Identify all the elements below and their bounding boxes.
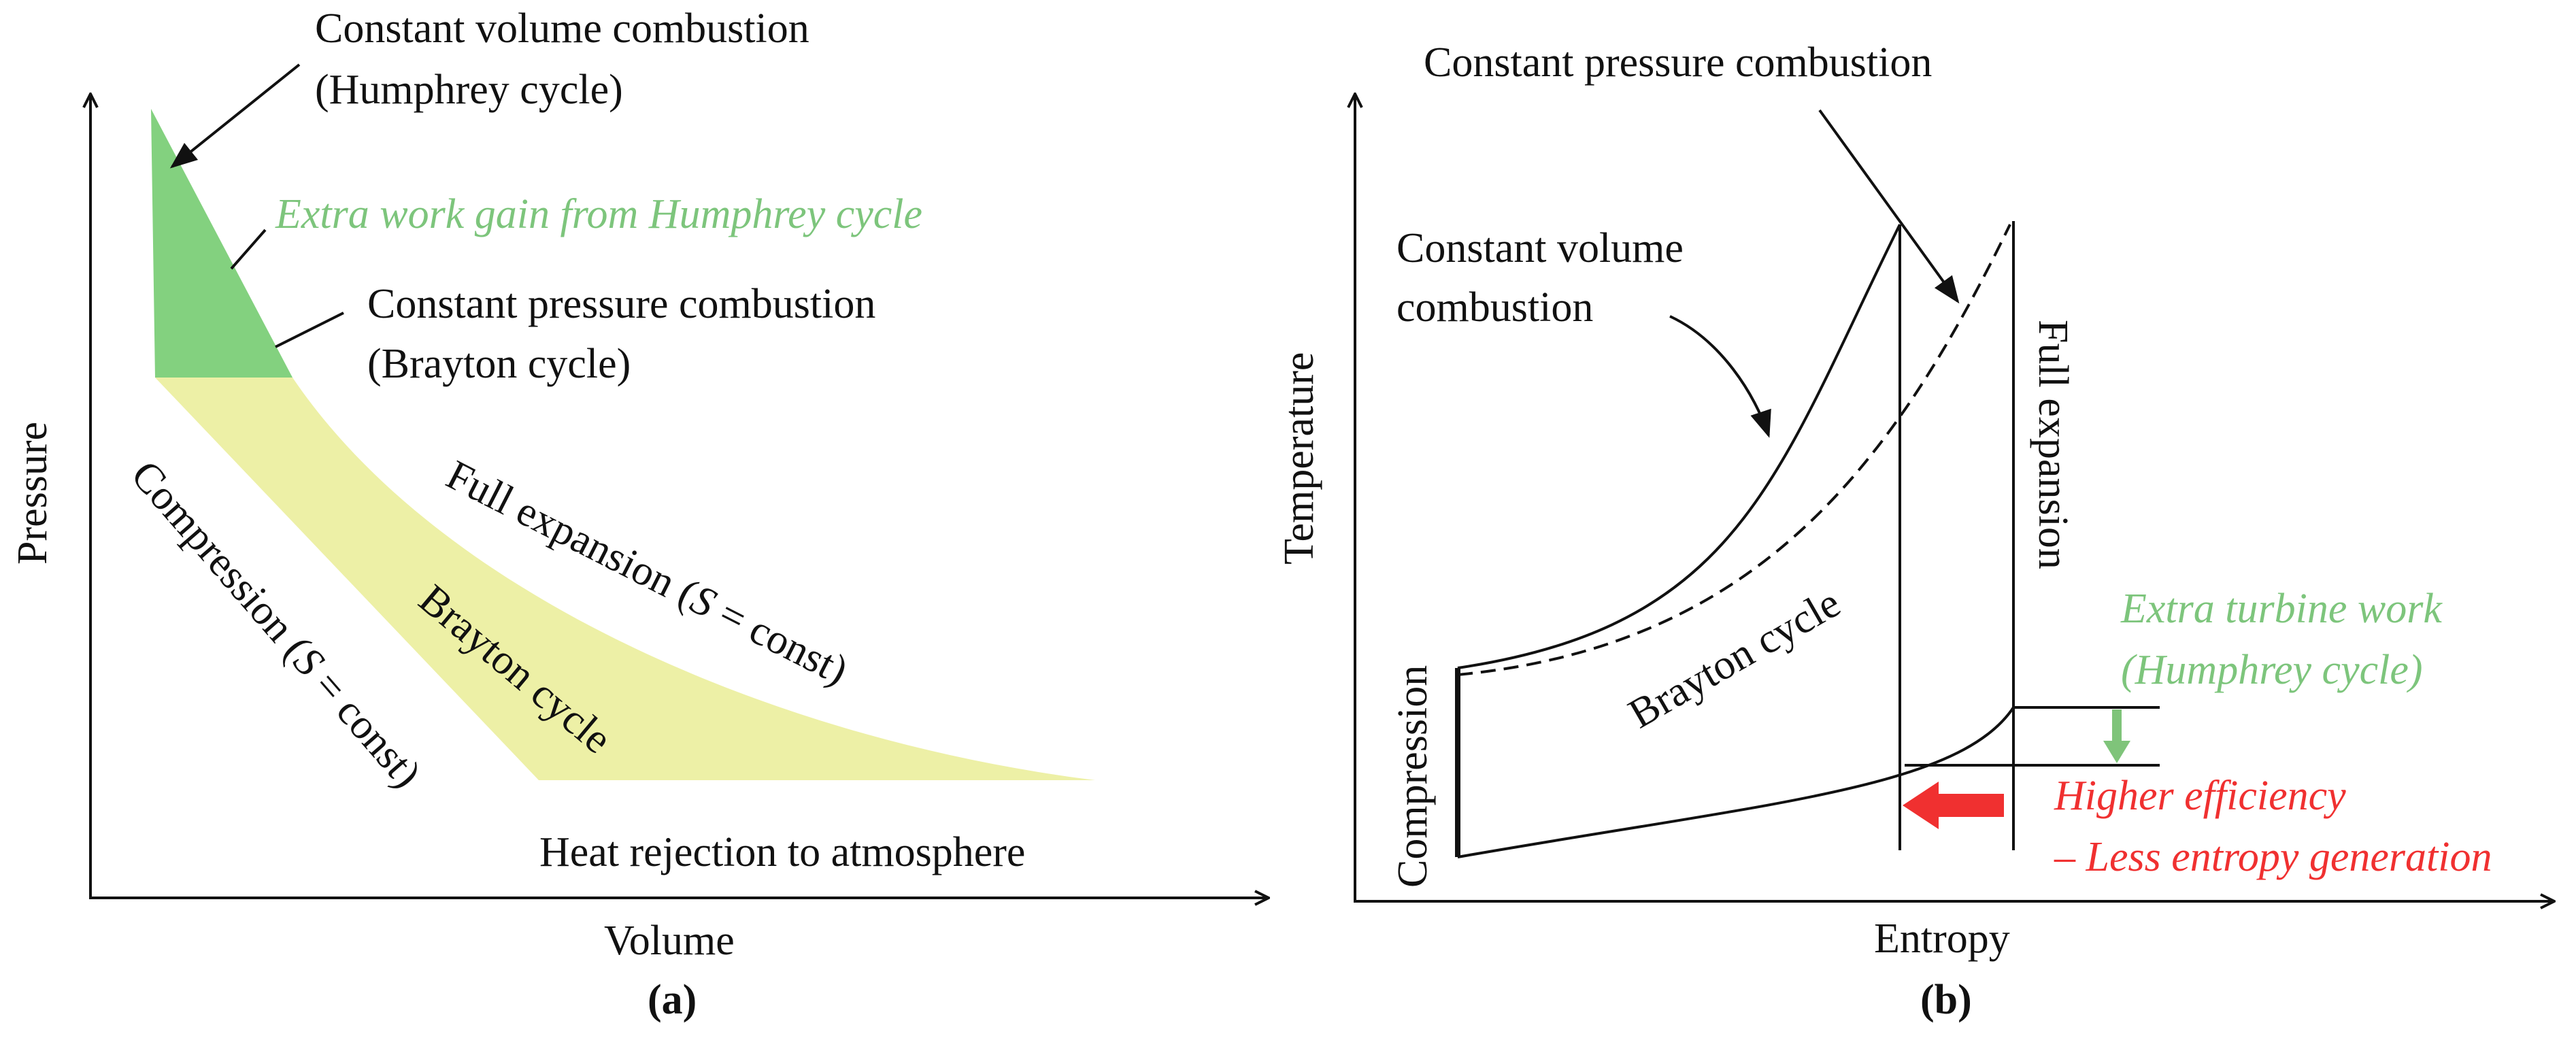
cp-combustion-curve bbox=[1457, 224, 2011, 676]
brayton-area-fill bbox=[155, 378, 1095, 780]
cv-callout-leader-b bbox=[1669, 315, 1771, 438]
cp-callout-leader bbox=[275, 312, 344, 348]
compression-label-b: Compression bbox=[1390, 665, 1436, 888]
pv-y-axis-label: Pressure bbox=[10, 422, 56, 565]
ts-x-axis-label: Entropy bbox=[1874, 916, 2010, 962]
cv-callout-line2: (Humphrey cycle) bbox=[315, 67, 623, 113]
higher-efficiency-line2: – Less entropy generation bbox=[2054, 834, 2492, 880]
cv-combustion-curve bbox=[1457, 224, 1901, 669]
extra-work-label: Extra work gain from Humphrey cycle bbox=[275, 191, 922, 237]
cv-callout-b-line2: combustion bbox=[1396, 284, 1593, 331]
panel-a-caption: (a) bbox=[648, 977, 697, 1023]
extra-work-leader bbox=[230, 229, 267, 270]
panel-b: Constant pressure combustion Constant vo… bbox=[1276, 39, 2554, 1023]
cp-callout-b: Constant pressure combustion bbox=[1424, 39, 1932, 86]
ts-y-axis-label: Temperature bbox=[1276, 352, 1322, 565]
extra-work-green-arrow bbox=[2103, 709, 2130, 763]
cv-callout-line1: Constant volume combustion bbox=[315, 5, 809, 52]
humphrey-area-fill bbox=[151, 109, 292, 378]
cp-callout-leader-b bbox=[1818, 109, 1960, 304]
cv-callout-b-line1: Constant volume bbox=[1396, 225, 1684, 271]
pv-x-axis-label: Volume bbox=[604, 918, 735, 964]
heat-rejection-curve bbox=[1457, 706, 2015, 858]
efficiency-red-arrow bbox=[1903, 782, 2004, 829]
cp-callout-line2: (Brayton cycle) bbox=[367, 341, 631, 387]
panel-a: Constant volume combustion (Humphrey cyc… bbox=[10, 5, 1269, 1023]
cv-callout-leader bbox=[169, 63, 301, 169]
brayton-cycle-label-b: Brayton cycle bbox=[1621, 580, 1848, 737]
extra-turbine-line1: Extra turbine work bbox=[2120, 586, 2443, 632]
full-expansion-label-b: Full expansion bbox=[2030, 320, 2076, 569]
extra-turbine-line2: (Humphrey cycle) bbox=[2121, 647, 2423, 693]
higher-efficiency-line1: Higher efficiency bbox=[2054, 773, 2346, 819]
panel-b-caption: (b) bbox=[1920, 977, 1972, 1023]
heat-rejection-label: Heat rejection to atmosphere bbox=[539, 829, 1025, 875]
cp-callout-line1: Constant pressure combustion bbox=[367, 281, 875, 327]
